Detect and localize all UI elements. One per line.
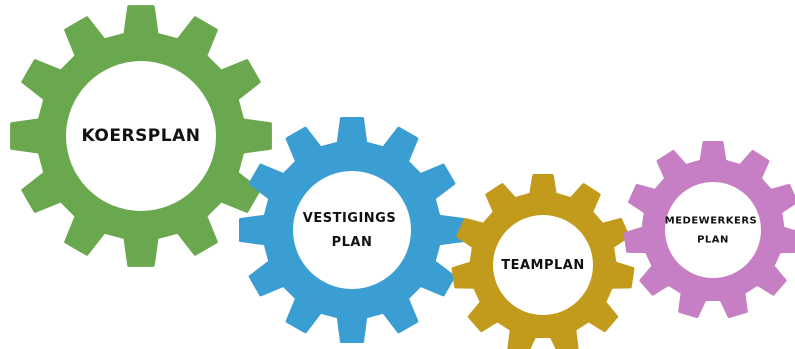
gear-medewerkersplan-label-line: PLAN bbox=[697, 235, 729, 246]
gear-vestigingsplan-label-line: PLAN bbox=[332, 235, 373, 250]
gear-medewerkersplan-label: MEDEWERKERS PLAN bbox=[665, 216, 761, 246]
gear-koersplan: KOERSPLAN bbox=[10, 5, 272, 267]
gear-teamplan: TEAMPLAN bbox=[451, 173, 635, 349]
gear-medewerkersplan-label-line: MEDEWERKERS bbox=[665, 216, 757, 227]
gear-medewerkersplan: MEDEWERKERS PLAN bbox=[623, 140, 795, 319]
gear-vestigingsplan-center bbox=[293, 171, 411, 289]
gear-teamplan-center bbox=[493, 215, 593, 315]
gear-medewerkersplan-center bbox=[665, 182, 761, 278]
gear-koersplan-label: KOERSPLAN bbox=[82, 126, 201, 146]
gear-vestigingsplan-label: VESTIGINGS PLAN bbox=[303, 211, 401, 250]
gear-koersplan-center bbox=[66, 61, 216, 211]
gear-koersplan-label-line: KOERSPLAN bbox=[82, 126, 201, 146]
gear-vestigingsplan: VESTIGINGS PLAN bbox=[239, 117, 465, 343]
gear-vestigingsplan-label-line: VESTIGINGS bbox=[303, 211, 396, 226]
gear-teamplan-label: TEAMPLAN bbox=[501, 258, 585, 273]
gear-teamplan-label-line: TEAMPLAN bbox=[501, 258, 585, 273]
